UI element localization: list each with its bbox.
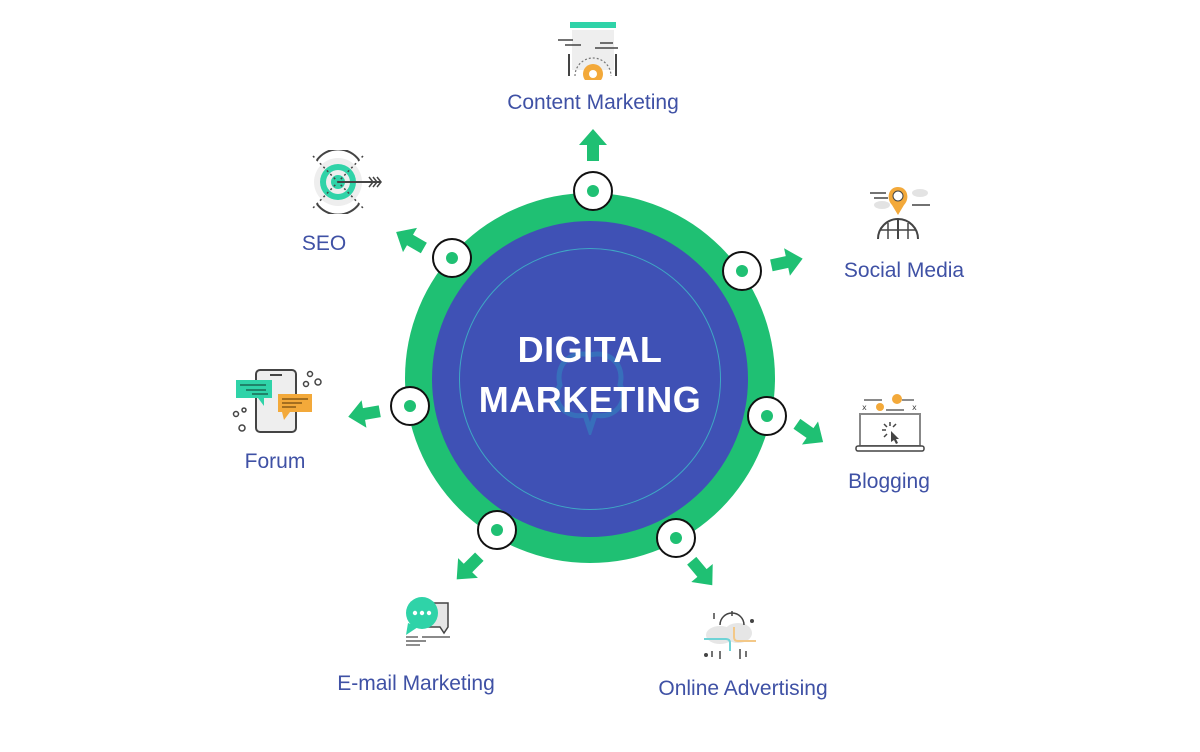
node-email-marketing[interactable] (477, 510, 517, 550)
arrow-up-left-icon (396, 227, 427, 254)
center-title-line2: MARKETING (478, 379, 702, 420)
label-email-marketing[interactable]: E-mail Marketing (337, 672, 495, 695)
arrow-down-left-icon (456, 552, 484, 580)
node-dot (761, 410, 773, 422)
arrow-left-icon (348, 400, 381, 428)
content-gear-icon (558, 22, 618, 80)
node-dot (446, 252, 458, 264)
node-blogging[interactable] (747, 396, 787, 436)
node-dot (404, 400, 416, 412)
node-dot (670, 532, 682, 544)
cloud-arrows-icon (704, 611, 756, 659)
target-arrow-icon (312, 150, 382, 214)
label-blogging[interactable]: Blogging (848, 470, 930, 493)
node-dot (736, 265, 748, 277)
arrow-down-right-icon (793, 418, 824, 445)
laptop-cursor-icon: x x (855, 394, 925, 452)
node-seo[interactable] (432, 238, 472, 278)
svg-text:x: x (912, 403, 917, 412)
label-content-marketing[interactable]: Content Marketing (507, 91, 679, 114)
label-forum[interactable]: Forum (244, 450, 306, 473)
label-online-advertising[interactable]: Online Advertising (658, 677, 828, 700)
phone-chat-icon (232, 369, 322, 433)
arrow-up-icon (579, 129, 607, 161)
label-seo[interactable]: SEO (301, 232, 347, 255)
node-online-advertising[interactable] (656, 518, 696, 558)
brain-watermark-icon (554, 351, 626, 435)
inner-thin-ring (459, 248, 721, 510)
svg-text:x: x (862, 403, 867, 412)
arrow-right-icon (770, 248, 803, 276)
location-globe-icon (870, 187, 930, 240)
node-forum[interactable] (390, 386, 430, 426)
chat-bubble-icon (406, 597, 450, 646)
node-dot (587, 185, 599, 197)
node-dot (491, 524, 503, 536)
arrow-down-right-icon (687, 556, 713, 586)
center-title-line1: DIGITAL (517, 329, 663, 370)
node-social-media[interactable] (722, 251, 762, 291)
node-content-marketing[interactable] (573, 171, 613, 211)
label-social-media[interactable]: Social Media (843, 259, 965, 282)
center-title: DIGITAL MARKETING (432, 325, 748, 425)
